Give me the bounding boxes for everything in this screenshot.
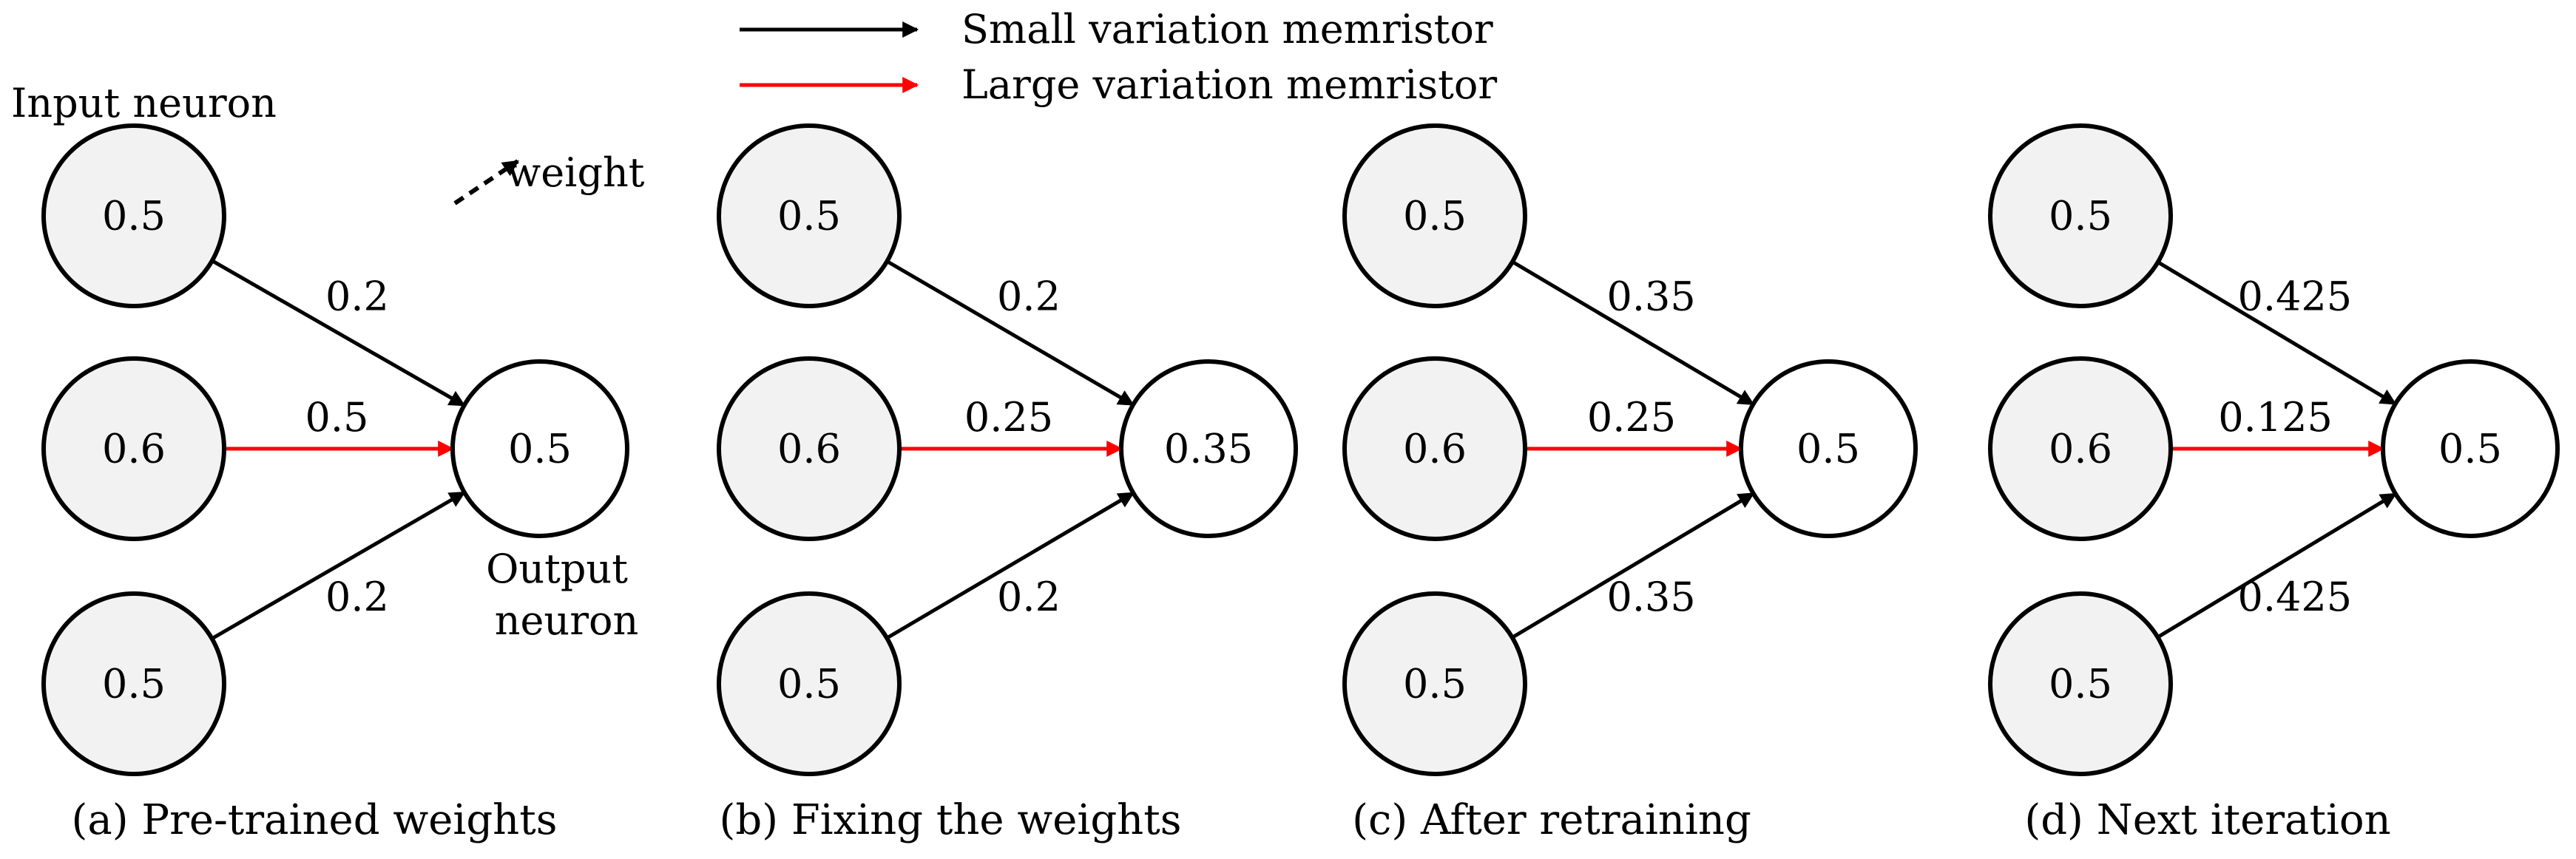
panel-d-input-neuron-3 [1988, 591, 2173, 776]
panel-a-edge-1 [211, 259, 466, 407]
panel-b: 0.2 0.25 0.2 0.5 0.6 0.5 0.35 (b) Fixing the we… [717, 123, 1298, 844]
panels: 0.2 0.5 0.2 0.5 0.6 0.5 0.5 (a) Pre-trained wei… [41, 123, 2560, 844]
panel-a-input-value-3: 0.5 [102, 661, 166, 707]
panel-d: 0.425 0.125 0.425 0.5 0.6 0.5 0.5 (d) Next iter… [1988, 123, 2560, 844]
panel-d-input-neuron-2 [1988, 356, 2173, 541]
panel-c-output-neuron [1739, 359, 1918, 538]
panel-c-input-value-1: 0.5 [1403, 193, 1467, 240]
panel-a-output-value: 0.5 [508, 426, 572, 472]
panel-c-edge-3 [1511, 492, 1755, 639]
panel-b-edge-3 [885, 491, 1135, 640]
legend: Small variation memristor Large variatio… [740, 6, 1497, 108]
panel-a-input-neuron-3 [41, 591, 226, 776]
panel-b-input-neuron-3 [717, 591, 902, 776]
panel-a-input-neuron-2 [41, 356, 226, 541]
panel-b-weight-1: 0.2 [997, 274, 1061, 320]
panel-b-input-value-3: 0.5 [777, 661, 841, 707]
panel-a: 0.2 0.5 0.2 0.5 0.6 0.5 0.5 (a) Pre-trained wei… [41, 123, 629, 844]
panel-b-input-value-1: 0.5 [777, 193, 841, 240]
panel-c-weight-3: 0.35 [1606, 574, 1695, 620]
panel-a-weight-1: 0.2 [325, 274, 389, 320]
panel-c-input-neuron-2 [1342, 356, 1527, 541]
panel-a-input-neuron-1 [41, 123, 226, 308]
panel-d-output-value: 0.5 [2438, 426, 2502, 472]
panel-b-output-value: 0.35 [1164, 426, 1253, 472]
panel-c-edge-1 [1511, 260, 1755, 407]
panel-b-weight-2: 0.25 [964, 394, 1053, 441]
panel-a-edge-3 [211, 490, 466, 641]
panel-c: 0.35 0.25 0.35 0.5 0.6 0.5 0.5 (c) After retrai… [1342, 123, 1918, 844]
panel-d-input-value-1: 0.5 [2049, 193, 2112, 240]
panel-b-input-neuron-1 [717, 123, 902, 308]
panel-c-input-value-2: 0.6 [1403, 426, 1467, 472]
panel-c-input-neuron-1 [1342, 123, 1527, 308]
legend-small-variation-label: Small variation memristor [961, 6, 1493, 52]
panel-a-annotations: Input neuron weight Output neuron [11, 80, 645, 644]
panel-a-caption: (a) Pre-trained weights [72, 796, 558, 844]
panel-d-weight-3: 0.425 [2238, 574, 2353, 620]
panel-d-input-value-3: 0.5 [2049, 661, 2112, 707]
panel-a-input-value-1: 0.5 [102, 193, 166, 240]
panel-a-weight-2: 0.5 [305, 394, 369, 441]
panel-d-input-neuron-1 [1988, 123, 2173, 308]
panel-c-weight-1: 0.35 [1606, 274, 1695, 320]
output-neuron-label-line1: Output [486, 546, 628, 592]
panel-d-edge-3 [2157, 492, 2397, 639]
panel-c-output-value: 0.5 [1796, 426, 1860, 472]
panel-b-input-value-2: 0.6 [777, 426, 841, 472]
panel-d-input-value-2: 0.6 [2049, 426, 2112, 472]
panel-c-input-neuron-3 [1342, 591, 1527, 776]
input-neuron-label: Input neuron [11, 80, 277, 126]
panel-d-edge-1 [2157, 260, 2397, 406]
panel-a-weight-3: 0.2 [325, 574, 389, 620]
panel-a-input-value-2: 0.6 [102, 426, 166, 472]
panel-b-edge-1 [886, 259, 1135, 407]
panel-d-weight-2: 0.125 [2218, 394, 2333, 441]
panel-c-weight-2: 0.25 [1587, 394, 1676, 441]
panel-c-caption: (c) After retraining [1352, 796, 1751, 844]
panel-b-output-neuron [1119, 359, 1298, 538]
panel-b-weight-3: 0.2 [997, 574, 1061, 620]
weight-label: weight [507, 149, 645, 196]
panel-c-input-value-3: 0.5 [1403, 661, 1467, 707]
panel-a-output-neuron [450, 359, 629, 538]
panel-d-caption: (d) Next iteration [2024, 796, 2390, 844]
weight-pointer-arrow [453, 159, 519, 206]
output-neuron-label-line2: neuron [495, 597, 639, 644]
panel-d-weight-1: 0.425 [2238, 274, 2353, 320]
panel-b-input-neuron-2 [717, 356, 902, 541]
legend-large-variation-label: Large variation memristor [961, 61, 1497, 108]
panel-b-caption: (b) Fixing the weights [720, 796, 1182, 844]
panel-d-output-neuron [2381, 359, 2560, 538]
